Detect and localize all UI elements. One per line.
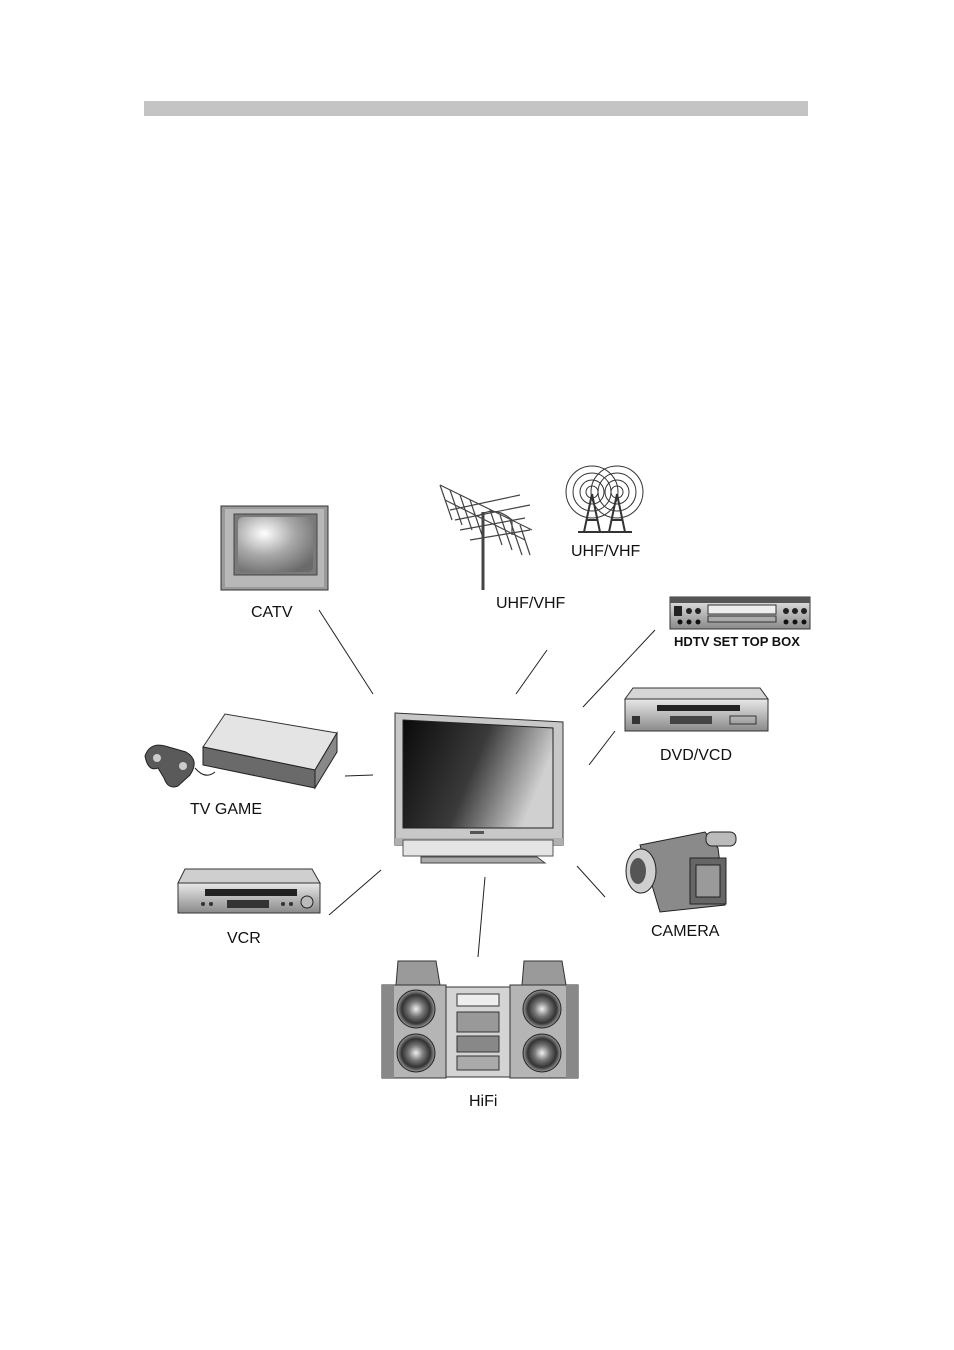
game-console-icon — [145, 714, 337, 788]
hifi-stereo-icon — [382, 961, 578, 1078]
label-camera: CAMERA — [651, 923, 720, 940]
crt-tv-icon — [221, 506, 328, 590]
line-hifi — [478, 877, 485, 957]
camcorder-icon — [626, 832, 736, 912]
line-antenna — [516, 650, 547, 694]
label-set-top-box: HDTV SET TOP BOX — [674, 634, 800, 649]
label-antenna: UHF/VHF — [496, 595, 566, 612]
antenna-icon — [440, 485, 532, 590]
line-catv — [319, 610, 373, 694]
vcr-icon — [178, 869, 320, 913]
label-vcr: VCR — [227, 930, 261, 947]
line-dvd — [589, 731, 615, 765]
label-broadcast: UHF/VHF — [571, 543, 641, 560]
line-camera — [577, 866, 605, 897]
label-catv: CATV — [251, 604, 293, 621]
dvd-player-icon — [625, 688, 768, 731]
line-tv-game — [345, 775, 373, 776]
label-dvd: DVD/VCD — [660, 747, 732, 764]
broadcast-tower-icon — [566, 466, 643, 532]
lcd-tv-icon — [395, 713, 563, 863]
line-vcr — [329, 870, 381, 915]
label-hifi: HiFi — [469, 1093, 497, 1110]
set-top-box-icon — [670, 597, 810, 629]
label-tv-game: TV GAME — [190, 801, 262, 818]
